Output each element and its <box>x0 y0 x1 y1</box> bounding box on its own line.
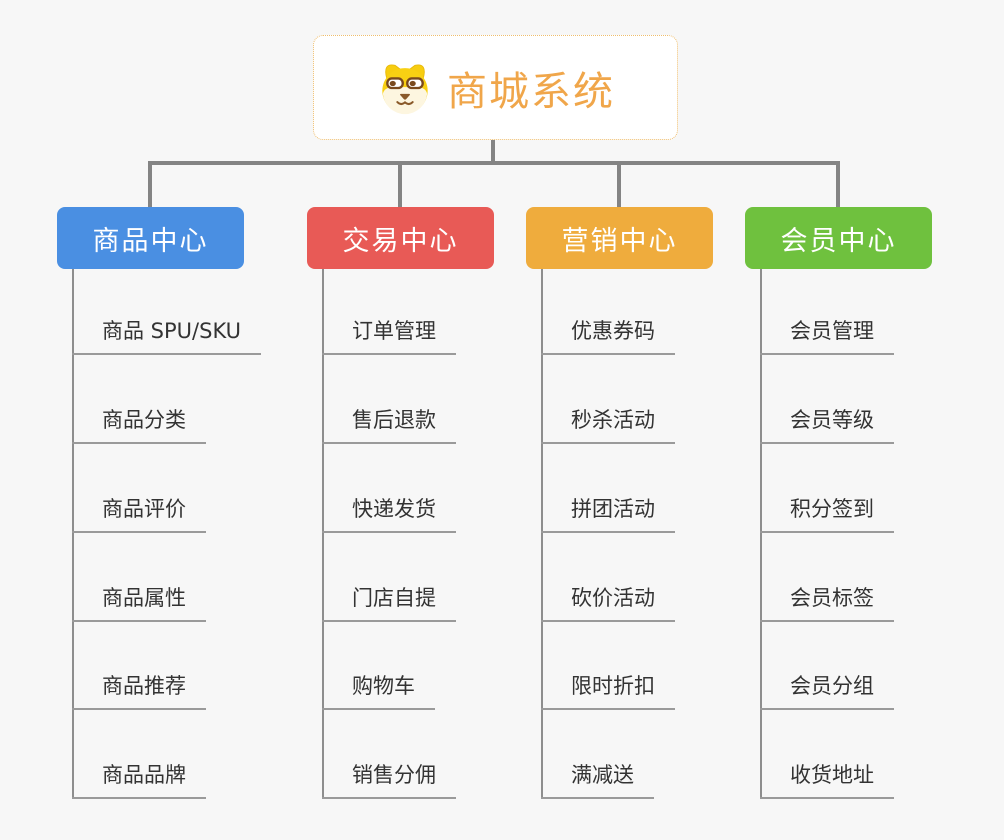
leaf-node[interactable]: 优惠券码 <box>541 317 675 355</box>
leaf-node[interactable]: 销售分佣 <box>322 761 456 799</box>
branch-node-label: 交易中心 <box>342 225 459 257</box>
branch-trunk-line <box>322 269 324 799</box>
leaf-node[interactable]: 商品 SPU/SKU <box>72 317 262 355</box>
leaf-node[interactable]: 会员分组 <box>760 672 894 710</box>
leaf-node[interactable]: 限时折扣 <box>541 672 675 710</box>
leaf-node[interactable]: 拼团活动 <box>541 495 675 533</box>
branch-node-4[interactable]: 会员中心 <box>745 207 932 269</box>
leaf-node[interactable]: 商品属性 <box>72 584 206 622</box>
leaf-node[interactable]: 快递发货 <box>322 495 456 533</box>
leaf-node[interactable]: 满减送 <box>541 761 654 799</box>
leaf-node[interactable]: 售后退款 <box>322 406 456 444</box>
branch-node-3[interactable]: 营销中心 <box>526 207 713 269</box>
branch-node-label: 会员中心 <box>780 225 897 257</box>
leaf-node[interactable]: 会员等级 <box>760 406 894 444</box>
leaf-node[interactable]: 商品推荐 <box>72 672 206 710</box>
connector-horizontal <box>148 161 840 165</box>
leaf-node[interactable]: 购物车 <box>322 672 435 710</box>
leaf-node[interactable]: 收货地址 <box>760 761 894 799</box>
leaf-node[interactable]: 商品品牌 <box>72 761 206 799</box>
leaf-node[interactable]: 砍价活动 <box>541 584 675 622</box>
leaf-node[interactable]: 订单管理 <box>322 317 456 355</box>
dog-face-icon <box>376 59 434 117</box>
root-node-mall-system[interactable]: 商城系统 <box>313 35 678 140</box>
connector-branch-drop <box>398 161 402 207</box>
leaf-node[interactable]: 秒杀活动 <box>541 406 675 444</box>
branch-trunk-line <box>72 269 74 799</box>
branch-trunk-line <box>760 269 762 799</box>
leaf-node[interactable]: 商品评价 <box>72 495 206 533</box>
leaf-node[interactable]: 门店自提 <box>322 584 456 622</box>
connector-branch-drop <box>836 161 840 207</box>
connector-branch-drop <box>617 161 621 207</box>
branch-node-label: 商品中心 <box>92 225 209 257</box>
leaf-node[interactable]: 会员管理 <box>760 317 894 355</box>
branch-node-2[interactable]: 交易中心 <box>307 207 494 269</box>
root-node-label: 商城系统 <box>447 68 615 115</box>
leaf-node[interactable]: 会员标签 <box>760 584 894 622</box>
connector-root-drop <box>491 140 495 164</box>
branch-node-label: 营销中心 <box>561 225 678 257</box>
leaf-node[interactable]: 商品分类 <box>72 406 206 444</box>
leaf-node[interactable]: 积分签到 <box>760 495 894 533</box>
branch-node-1[interactable]: 商品中心 <box>57 207 244 269</box>
connector-branch-drop <box>148 161 152 207</box>
branch-trunk-line <box>541 269 543 799</box>
